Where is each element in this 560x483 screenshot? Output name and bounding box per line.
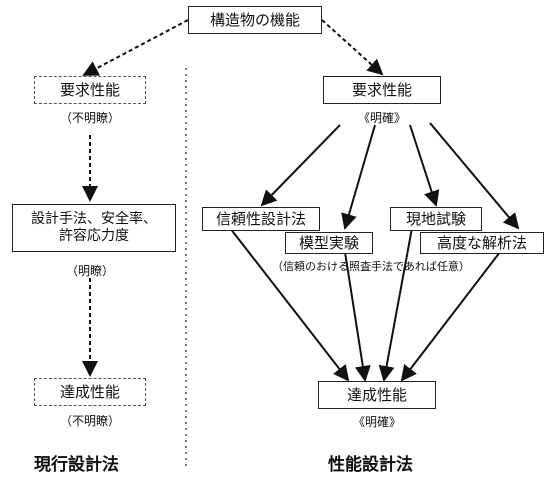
current-achieved-box: 達成性能 bbox=[34, 378, 146, 406]
current-method-label: 設計手法、安全率、 許容応力度 bbox=[31, 211, 157, 244]
performance-design-heading: 性能設計法 bbox=[328, 455, 413, 475]
model-to-achieved-arrow bbox=[344, 251, 371, 382]
current-achieved-note: （不明瞭） bbox=[59, 414, 120, 428]
model-test-box: 模型実験 bbox=[285, 232, 373, 254]
current-requirement-box: 要求性能 bbox=[34, 76, 146, 104]
field-test-label: 現地試験 bbox=[405, 210, 466, 228]
current-achieved-label: 達成性能 bbox=[59, 383, 120, 401]
performance-achieved-note: 《明確》 bbox=[352, 415, 401, 429]
req-to-field-arrow bbox=[409, 124, 440, 207]
current-method-note: （明瞭） bbox=[65, 264, 114, 278]
advanced-analysis-label: 高度な解析法 bbox=[436, 234, 527, 252]
structure-function-box: 構造物の機能 bbox=[188, 6, 322, 34]
top-to-current-arrow bbox=[82, 19, 189, 76]
field-to-achieved-arrow bbox=[378, 227, 413, 382]
req-to-model-arrow bbox=[341, 124, 376, 230]
current-method-box: 設計手法、安全率、 許容応力度 bbox=[12, 204, 176, 252]
reliability-design-label: 信頼性設計法 bbox=[215, 210, 306, 228]
analysis-to-achieved-arrow bbox=[400, 251, 501, 382]
field-test-box: 現地試験 bbox=[390, 207, 482, 231]
performance-requirement-note: 《明確》 bbox=[357, 111, 406, 125]
performance-requirement-label: 要求性能 bbox=[351, 81, 412, 99]
reliability-design-box: 信頼性設計法 bbox=[202, 207, 320, 231]
performance-achieved-label: 達成性能 bbox=[346, 386, 407, 404]
structure-function-label: 構造物の機能 bbox=[209, 11, 300, 29]
current-design-heading: 現行設計法 bbox=[34, 455, 119, 475]
current-requirement-label: 要求性能 bbox=[59, 81, 120, 99]
current-requirement-note: （不明瞭） bbox=[59, 111, 120, 125]
req-to-analysis-arrow bbox=[429, 122, 520, 230]
top-to-performance-arrow bbox=[321, 19, 384, 76]
advanced-analysis-box: 高度な解析法 bbox=[420, 232, 544, 254]
model-test-label: 模型実験 bbox=[298, 234, 359, 252]
performance-requirement-box: 要求性能 bbox=[323, 76, 441, 104]
method-condition-note: （信頼のおける照査手法であれば任意） bbox=[272, 260, 470, 273]
performance-achieved-box: 達成性能 bbox=[318, 381, 436, 409]
reliability-to-achieved-arrow bbox=[229, 227, 350, 382]
req-to-reliability-arrow bbox=[260, 124, 341, 207]
